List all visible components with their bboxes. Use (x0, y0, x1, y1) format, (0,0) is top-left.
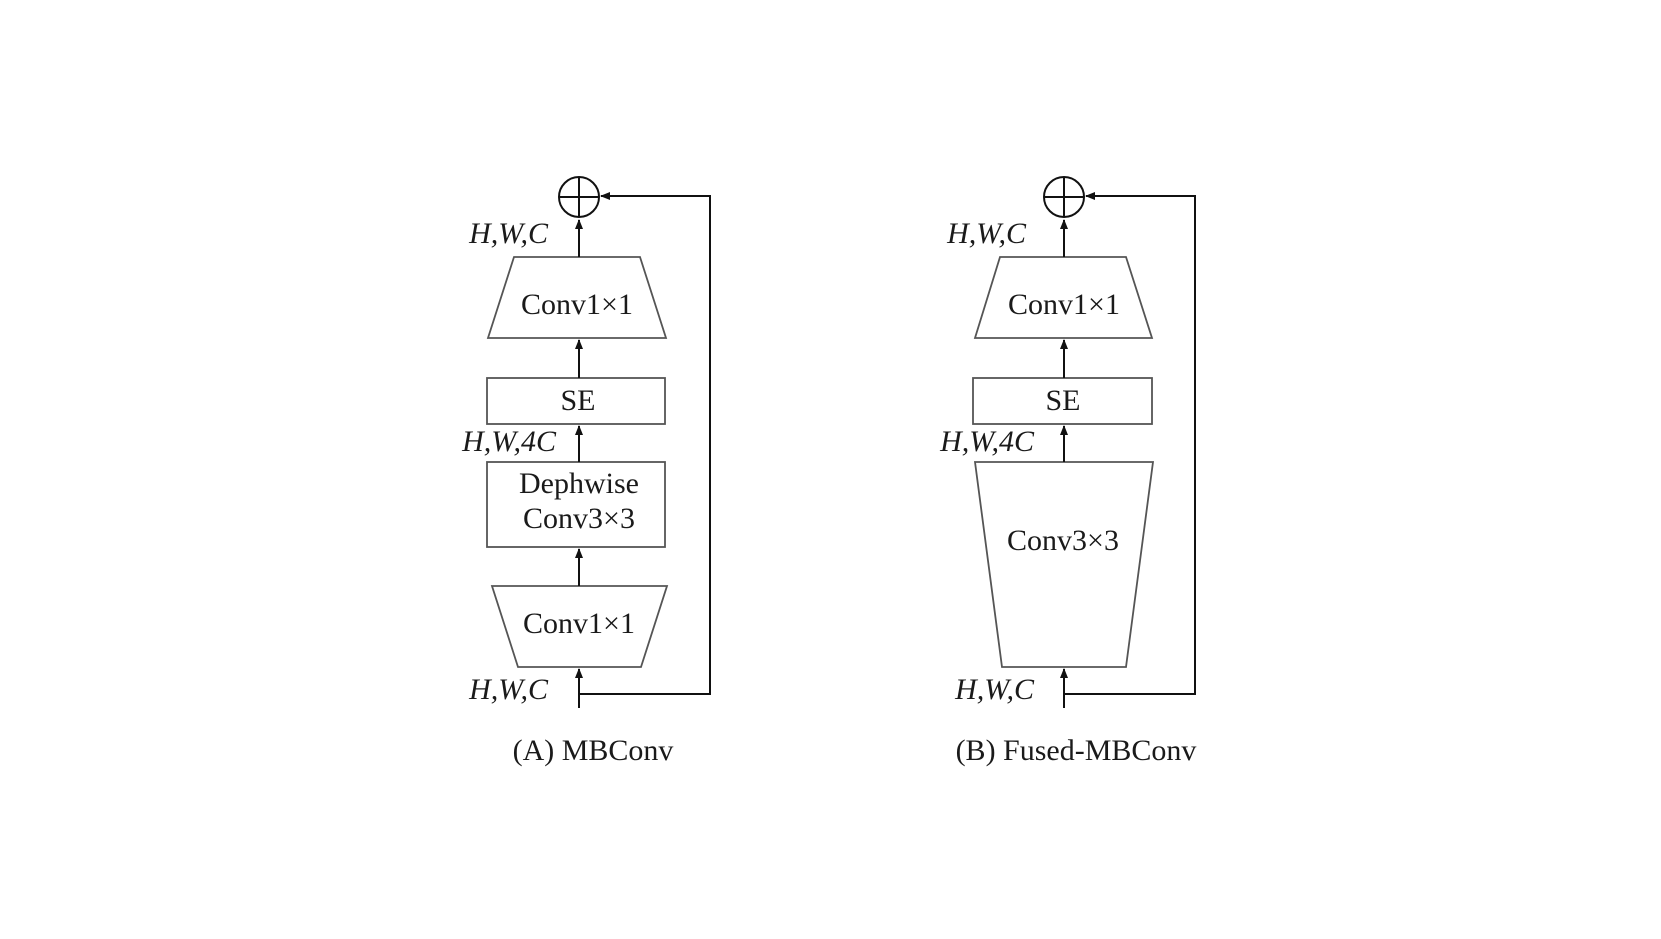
depthwise-label-line2-a: Conv3×3 (523, 502, 635, 535)
se-label-a: SE (560, 384, 595, 417)
fused-conv-shape-b (973, 461, 1155, 668)
se-shape-b (972, 377, 1153, 425)
se-shape-a (486, 377, 666, 425)
top-conv-label-b: Conv1×1 (1008, 288, 1120, 321)
panel-fused-mbconv: Conv3×3 SE Conv1×1 H,W,C H,W,4C H,W,C (B… (939, 176, 1197, 767)
out-dims-label-b: H,W,C (946, 217, 1027, 250)
caption-b: (B) Fused-MBConv (956, 734, 1197, 767)
out-dims-label-a: H,W,C (468, 217, 549, 250)
top-conv-shape-a (486, 256, 668, 339)
bottom-conv-shape-a (490, 585, 669, 668)
depthwise-label-line1-a: Dephwise (519, 467, 639, 500)
depthwise-conv-shape-a (486, 461, 666, 548)
caption-a: (A) MBConv (513, 734, 674, 767)
skip-connection-a (579, 192, 711, 695)
top-conv-shape-b (973, 256, 1154, 339)
mid-dims-label-a: H,W,4C (461, 425, 557, 458)
se-label-b: SE (1045, 384, 1080, 417)
add-icon-a (558, 176, 600, 218)
skip-connection-b (1064, 192, 1196, 695)
fused-conv-label-b: Conv3×3 (1007, 524, 1119, 557)
add-icon-b (1043, 176, 1085, 218)
panel-mbconv: Conv1×1 Dephwise Conv3×3 SE Conv1×1 H,W,… (461, 176, 711, 767)
in-dims-label-a: H,W,C (468, 673, 549, 706)
top-conv-label-a: Conv1×1 (521, 288, 633, 321)
in-dims-label-b: H,W,C (954, 673, 1035, 706)
bottom-conv-label-a: Conv1×1 (523, 607, 635, 640)
mid-dims-label-b: H,W,4C (939, 425, 1035, 458)
